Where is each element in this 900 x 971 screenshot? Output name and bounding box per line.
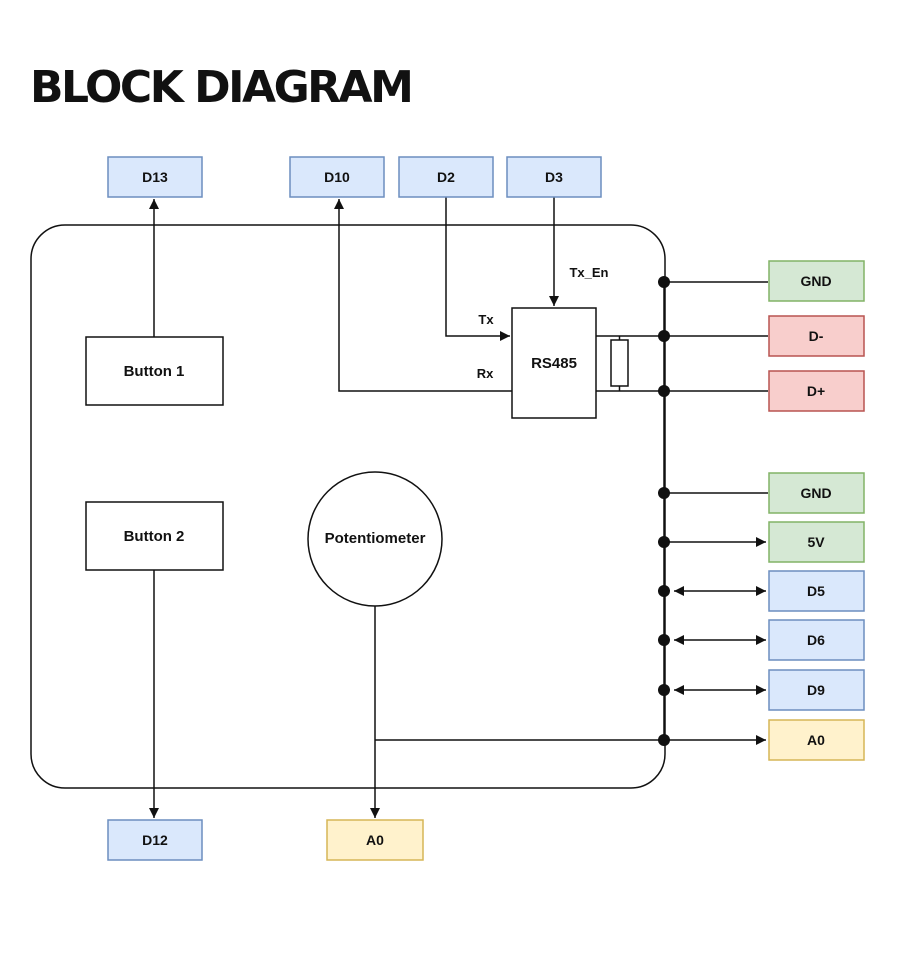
junction-dot xyxy=(658,585,670,597)
signal-txen-label: Tx_En xyxy=(569,265,608,280)
termination-resistor xyxy=(610,339,629,387)
wire-rx-d10 xyxy=(334,199,512,392)
junction-dot xyxy=(658,276,670,288)
junction-dot xyxy=(658,487,670,499)
junction-dot xyxy=(658,684,670,696)
pin-d9-box xyxy=(768,669,865,711)
junction-dot xyxy=(658,536,670,548)
pin-d6-label: D6 xyxy=(807,632,825,648)
pin-d10-label: D10 xyxy=(324,169,350,185)
pin-a0-right-label: A0 xyxy=(807,732,825,748)
page-title: BLOCK DIAGRAM xyxy=(30,62,414,113)
pin-dplus-label: D+ xyxy=(807,383,825,399)
button2-block xyxy=(85,501,224,571)
pin-a0-bottom-label: A0 xyxy=(366,832,384,848)
pin-d9-label: D9 xyxy=(807,682,825,698)
pin-d3-label: D3 xyxy=(545,169,563,185)
pin-d2-box xyxy=(398,156,494,198)
pin-d13-label: D13 xyxy=(142,169,168,185)
pin-d12-label: D12 xyxy=(142,832,168,848)
pin-d13-box xyxy=(107,156,203,198)
junction-dot xyxy=(658,734,670,746)
pin-5v-label: 5V xyxy=(807,534,825,550)
pin-dplus-box xyxy=(768,370,865,412)
pin-d2-label: D2 xyxy=(437,169,455,185)
pin-gnd1-label: GND xyxy=(800,273,831,289)
pin-d10-box xyxy=(289,156,385,198)
pin-d5-box xyxy=(768,570,865,612)
wire-d2-tx xyxy=(445,197,510,341)
pin-gnd2-label: GND xyxy=(800,485,831,501)
junction-dot xyxy=(658,634,670,646)
pin-a0-bottom-box xyxy=(326,819,424,861)
rs485-label: RS485 xyxy=(531,355,577,372)
button1-block xyxy=(85,336,224,406)
signal-tx-label: Tx xyxy=(478,312,494,327)
pin-a0-right-box xyxy=(768,719,865,761)
pin-d5-label: D5 xyxy=(807,583,825,599)
board-outline xyxy=(30,224,666,789)
pin-gnd1-box xyxy=(768,260,865,302)
pin-d3-box xyxy=(506,156,602,198)
junction-dot xyxy=(658,385,670,397)
pin-dminus-label: D- xyxy=(809,328,824,344)
button1-label: Button 1 xyxy=(124,363,185,380)
signal-rx-label: Rx xyxy=(477,366,494,381)
rs485-block xyxy=(511,307,597,419)
pin-5v-box xyxy=(768,521,865,563)
button2-label: Button 2 xyxy=(124,528,185,545)
pin-dminus-box xyxy=(768,315,865,357)
pin-gnd2-box xyxy=(768,472,865,514)
junction-dot xyxy=(658,330,670,342)
pin-d6-box xyxy=(768,619,865,661)
pin-d12-box xyxy=(107,819,203,861)
potentiometer-label: Potentiometer xyxy=(325,530,426,547)
